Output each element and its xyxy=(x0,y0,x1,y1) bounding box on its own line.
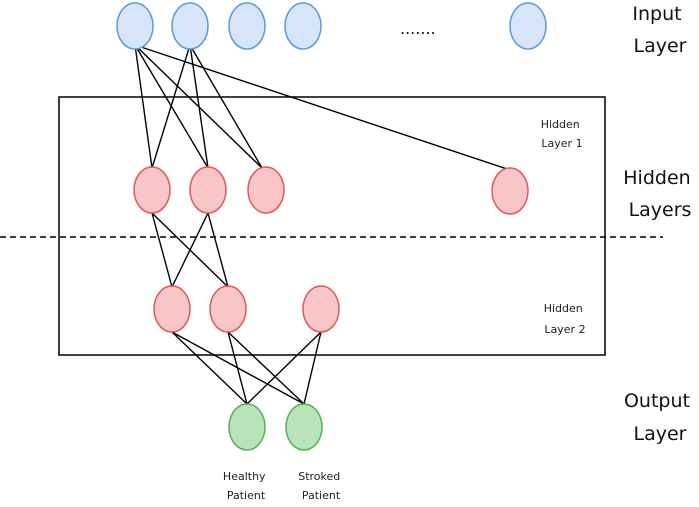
edge xyxy=(171,212,209,288)
input-layer-label-line: Input xyxy=(632,3,681,25)
output-nodes xyxy=(228,403,323,451)
hidden-layers-box xyxy=(58,96,606,356)
output-node-healthy xyxy=(228,403,266,451)
edge xyxy=(246,331,322,405)
hidden-node xyxy=(247,166,285,214)
output-label-line: Stroked xyxy=(298,470,340,483)
input-nodes xyxy=(116,2,547,50)
hidden-layer-1-label: Hidden Layer 1 xyxy=(541,118,584,150)
input-layer-label-line: Layer xyxy=(634,35,687,57)
edge xyxy=(207,212,229,288)
output-label-line: Patient xyxy=(302,489,341,502)
hidden-node xyxy=(189,166,227,214)
edge xyxy=(134,44,511,171)
output-label-line: Patient xyxy=(227,489,266,502)
hidden-layer-1-nodes xyxy=(133,166,529,215)
hidden-layer-2-label-line: Layer 2 xyxy=(544,323,585,336)
hidden-node xyxy=(491,167,529,215)
output-layer-label-line: Layer xyxy=(634,423,687,445)
output-label-stroked: Stroked Patient xyxy=(298,470,344,502)
output-node-stroked xyxy=(285,403,323,451)
input-node xyxy=(509,2,547,50)
output-label-healthy: Healthy Patient xyxy=(223,470,269,502)
edge xyxy=(227,331,248,405)
edge xyxy=(303,331,322,405)
input-node xyxy=(284,2,322,50)
output-label-line: Healthy xyxy=(223,470,266,483)
edge xyxy=(134,44,153,169)
hidden-node xyxy=(153,285,191,333)
connections xyxy=(134,44,511,405)
edge xyxy=(227,331,305,405)
output-layer-label-line: Output xyxy=(624,390,690,412)
hidden-layer-2-label: Hidden Layer 2 xyxy=(544,302,587,336)
edge xyxy=(189,44,209,169)
input-node xyxy=(171,2,209,50)
hidden-node xyxy=(133,166,171,214)
edge xyxy=(189,44,263,169)
edge xyxy=(151,212,173,288)
input-layer-label: Input Layer xyxy=(632,3,687,57)
hidden-layers-label-line: Layers xyxy=(629,199,692,221)
hidden-layer-1-label-line: Layer 1 xyxy=(541,137,582,150)
hidden-layer-1-label-line: Hidden xyxy=(541,118,580,131)
output-layer-label: Output Layer xyxy=(624,390,696,445)
hidden-node xyxy=(209,285,247,333)
input-node xyxy=(116,2,154,50)
hidden-layers-label-line: Hidden xyxy=(623,167,690,189)
edge xyxy=(151,44,191,169)
hidden-layers-label: Hidden Layers xyxy=(623,167,696,221)
edge xyxy=(171,331,248,405)
hidden-node xyxy=(302,285,340,333)
hidden-layer-2-nodes xyxy=(153,285,340,333)
input-ellipsis: ....... xyxy=(400,19,436,38)
input-node xyxy=(228,2,266,50)
hidden-layer-2-label-line: Hidden xyxy=(544,302,583,315)
